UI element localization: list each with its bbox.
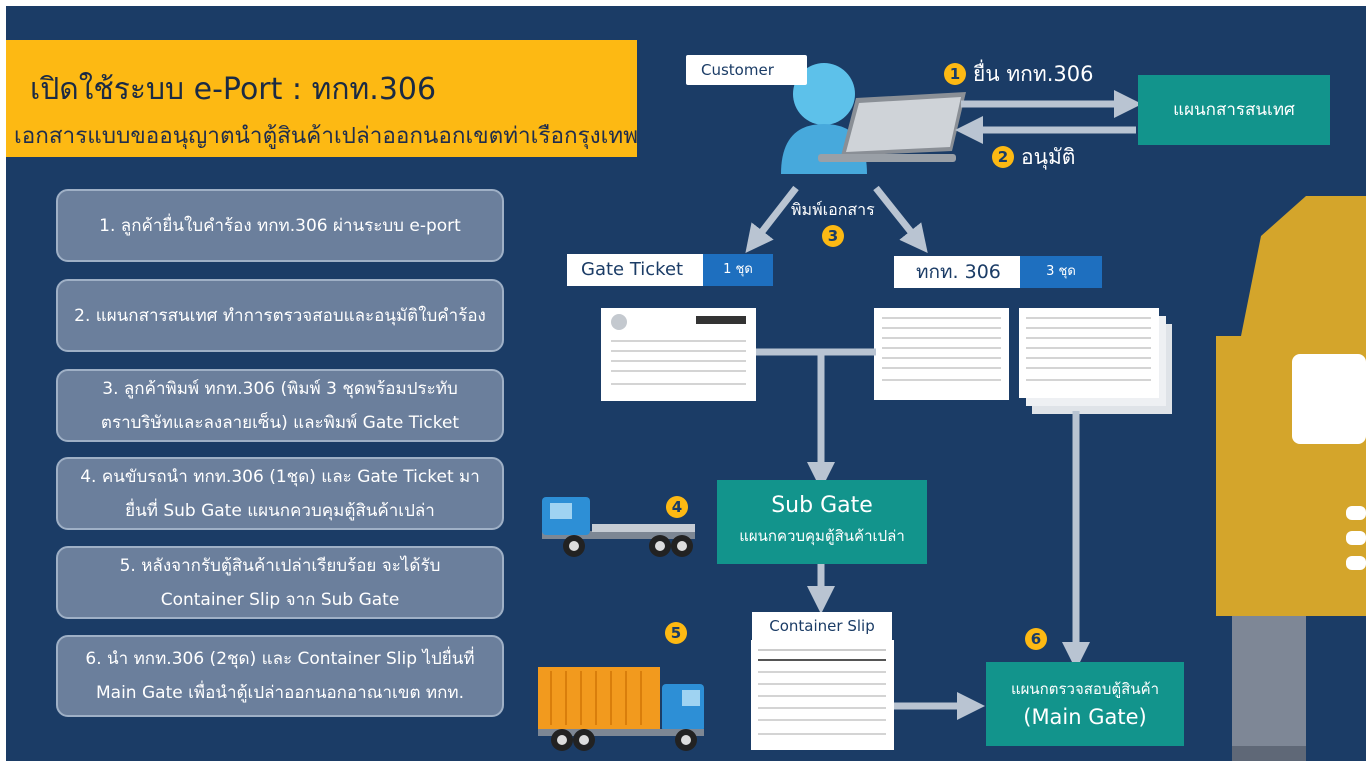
submit-label: ยื่น ทกท.306	[973, 62, 1094, 86]
step-4-line-1: 4. คนขับรถนำ ทกท.306 (1ชุด) และ Gate Tic…	[80, 466, 480, 487]
step-6-line-2: Main Gate เพื่อนำตู้เปล่าออกนอกอาณาเขต ท…	[96, 683, 464, 703]
step-1-line-1: 1. ลูกค้ายื่นใบคำร้อง ทกท.306 ผ่านระบบ e…	[99, 215, 461, 236]
container-slip-label: Container Slip	[752, 612, 892, 641]
step-4-badge: 4	[666, 496, 688, 518]
it-department-box: แผนกสารสนเทศ	[1138, 75, 1330, 145]
approve-label: อนุมัติ	[1021, 145, 1076, 169]
page-subtitle: เอกสารแบบขออนุญาตนำตู้สินค้าเปล่าออกนอกเ…	[14, 123, 639, 149]
step-2-box: 2. แผนกสารสนเทศ ทำการตรวจสอบและอนุมัติใบ…	[56, 279, 504, 352]
main-gate-box: แผนกตรวจสอบตู้สินค้า (Main Gate)	[986, 662, 1184, 746]
step-1-badge: 1	[944, 63, 966, 85]
step-6-box: 6. นำ ทกท.306 (2ชุด) และ Container Slip …	[56, 635, 504, 717]
page-title: เปิดใช้ระบบ e-Port : ทกท.306	[30, 72, 437, 107]
step-3-line-1: 3. ลูกค้าพิมพ์ ทกท.306 (พิมพ์ 3 ชุดพร้อม…	[102, 378, 458, 399]
step-5-box: 5. หลังจากรับตู้สินค้าเปล่าเรียบร้อย จะไ…	[56, 546, 504, 619]
step-5-line-1: 5. หลังจากรับตู้สินค้าเปล่าเรียบร้อย จะไ…	[119, 555, 441, 576]
step-5-line-2: Container Slip จาก Sub Gate	[160, 589, 400, 610]
container-truck-icon	[538, 667, 704, 751]
print-label: พิมพ์เอกสาร	[791, 200, 875, 219]
truck-front-illustration	[1216, 196, 1366, 761]
step-6-badge: 6	[1025, 628, 1047, 650]
customer-label: Customer	[686, 55, 807, 85]
step-4-line-2: ยื่นที่ Sub Gate แผนกควบคุมตู้สินค้าเปล่…	[125, 500, 435, 521]
form-306-label: ทกท. 306	[894, 256, 1020, 288]
step-2-line-1: 2. แผนกสารสนเทศ ทำการตรวจสอบและอนุมัติใบ…	[74, 305, 486, 326]
diagram-canvas: เปิดใช้ระบบ e-Port : ทกท.306 เอกสารแบบขอ…	[6, 6, 1366, 761]
sub-gate-title: Sub Gate	[771, 493, 873, 518]
form-306-copies: 3 ชุด	[1020, 256, 1102, 288]
step-1-box: 1. ลูกค้ายื่นใบคำร้อง ทกท.306 ผ่านระบบ e…	[56, 189, 504, 262]
step-2-badge: 2	[992, 146, 1014, 168]
step-3-line-2: ตราบริษัทและลงลายเซ็น) และพิมพ์ Gate Tic…	[100, 412, 460, 433]
main-gate-department: แผนกตรวจสอบตู้สินค้า	[1010, 680, 1160, 698]
flatbed-truck-icon	[542, 497, 695, 557]
flow-graphics	[538, 63, 1366, 761]
form-306-document-stack	[874, 308, 1172, 414]
gate-ticket-document	[601, 308, 756, 401]
container-slip-document	[751, 640, 894, 750]
gate-ticket-label: Gate Ticket	[567, 254, 703, 286]
step-3-box: 3. ลูกค้าพิมพ์ ทกท.306 (พิมพ์ 3 ชุดพร้อม…	[56, 369, 504, 442]
sub-gate-department: แผนกควบคุมตู้สินค้าเปล่า	[739, 527, 905, 545]
gate-ticket-copies: 1 ชุด	[703, 254, 773, 286]
sub-gate-box: Sub Gate แผนกควบคุมตู้สินค้าเปล่า	[717, 480, 927, 564]
step-5-badge: 5	[665, 622, 687, 644]
step-4-box: 4. คนขับรถนำ ทกท.306 (1ชุด) และ Gate Tic…	[56, 457, 504, 530]
step-3-badge: 3	[822, 225, 844, 247]
main-gate-title: (Main Gate)	[1023, 705, 1147, 729]
title-banner: เปิดใช้ระบบ e-Port : ทกท.306 เอกสารแบบขอ…	[6, 40, 639, 157]
customer-icon	[781, 63, 966, 174]
step-6-line-1: 6. นำ ทกท.306 (2ชุด) และ Container Slip …	[85, 649, 475, 669]
